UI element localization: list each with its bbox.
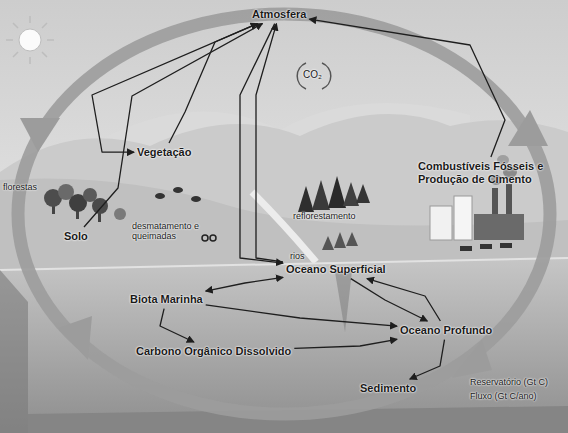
- downwelling: [335, 271, 352, 332]
- cycle-ring: [18, 14, 550, 414]
- co2-cycle-icon: [322, 63, 331, 89]
- ring-arrowhead: [20, 118, 60, 152]
- unit-note: Reservatório (Gt C): [470, 377, 548, 387]
- node-text: Biota Marinha: [130, 293, 203, 306]
- pine-tree: [356, 184, 370, 203]
- sea-surface: [0, 258, 568, 270]
- river-tree: [322, 236, 334, 250]
- ocean-section: [0, 258, 568, 433]
- reservoir-label: Sedimento: [360, 382, 416, 395]
- flow-arrow: [410, 340, 445, 379]
- pine-tree: [328, 176, 346, 208]
- flow-arrow: [256, 24, 283, 262]
- node-text: Vegetação: [137, 146, 191, 159]
- tree-crown: [92, 198, 108, 214]
- node-text: Oceano Profundo: [400, 324, 492, 337]
- cattle: [191, 196, 201, 202]
- process-label: desmatamento e queimadas: [132, 221, 206, 242]
- unit-note: Fluxo (Gt C/ano): [470, 391, 537, 401]
- reservoir-label: Solo: [64, 230, 88, 243]
- pine-tree: [312, 180, 330, 210]
- tire: [202, 235, 208, 241]
- reservoir-label: Biota Marinha: [130, 293, 203, 306]
- ring-arrowhead: [58, 316, 92, 360]
- flow-arrow: [240, 24, 283, 264]
- ring-arrowhead: [452, 340, 492, 378]
- car: [460, 246, 472, 251]
- car: [480, 244, 492, 249]
- factory: [474, 214, 524, 240]
- cattle: [173, 187, 183, 193]
- label-text: reflorestamento: [293, 211, 356, 221]
- node-text: Sedimento: [360, 382, 416, 395]
- reservoir-label: Oceano Profundo: [400, 324, 492, 337]
- chimney: [492, 188, 498, 214]
- gas-label: CO₂: [303, 69, 322, 81]
- feature-label: rios: [290, 251, 305, 261]
- land-surface: [0, 178, 568, 270]
- chimney: [506, 184, 512, 214]
- block-side: [0, 270, 28, 433]
- flow-arrow: [84, 24, 262, 227]
- node-text: Atmosfera: [252, 8, 306, 21]
- label-text: Reservatório (Gt C): [470, 377, 548, 387]
- reservoir-label: Carbono Orgânico Dissolvido: [136, 345, 291, 358]
- emission-source-label: Combustíveis Fósseis e Produção de Cimen…: [418, 160, 552, 185]
- label-text: Fluxo (Gt C/ano): [470, 391, 537, 401]
- river-tree: [334, 232, 346, 248]
- pine-tree: [298, 186, 314, 212]
- cattle: [155, 193, 165, 199]
- river-tree: [346, 232, 358, 246]
- car: [500, 243, 512, 248]
- process-label: reflorestamento: [293, 211, 356, 221]
- flow-arrow: [160, 309, 194, 342]
- ring-arrowhead: [508, 110, 548, 146]
- reservoir-label: Vegetação: [137, 146, 191, 159]
- building: [454, 196, 472, 240]
- flow-arrow: [294, 339, 397, 348]
- label-text: desmatamento e queimadas: [132, 221, 206, 242]
- reservoir-label: Oceano Superficial: [286, 263, 386, 276]
- label-text: rios: [290, 251, 305, 261]
- flow-arrow: [169, 24, 258, 143]
- ecosystem-label: florestas: [3, 182, 37, 192]
- node-text: Combustíveis Fósseis e Produção de Cimen…: [418, 160, 552, 185]
- sun-rays: [6, 16, 54, 64]
- flow-arrow: [367, 279, 440, 321]
- node-text: Oceano Superficial: [286, 263, 386, 276]
- reservoir-label: Atmosfera: [252, 8, 306, 21]
- node-text: Carbono Orgânico Dissolvido: [136, 345, 291, 358]
- building: [430, 206, 452, 240]
- tire: [210, 235, 216, 241]
- flow-arrow: [92, 24, 258, 153]
- sun: [19, 29, 41, 51]
- flow-arrow: [309, 19, 505, 157]
- label-text: florestas: [3, 182, 37, 192]
- node-text: Solo: [64, 230, 88, 243]
- flow-arrow: [206, 305, 397, 326]
- label-text: CO₂: [303, 69, 322, 81]
- burnt-shrub: [114, 208, 126, 220]
- flow-arrow: [206, 277, 283, 291]
